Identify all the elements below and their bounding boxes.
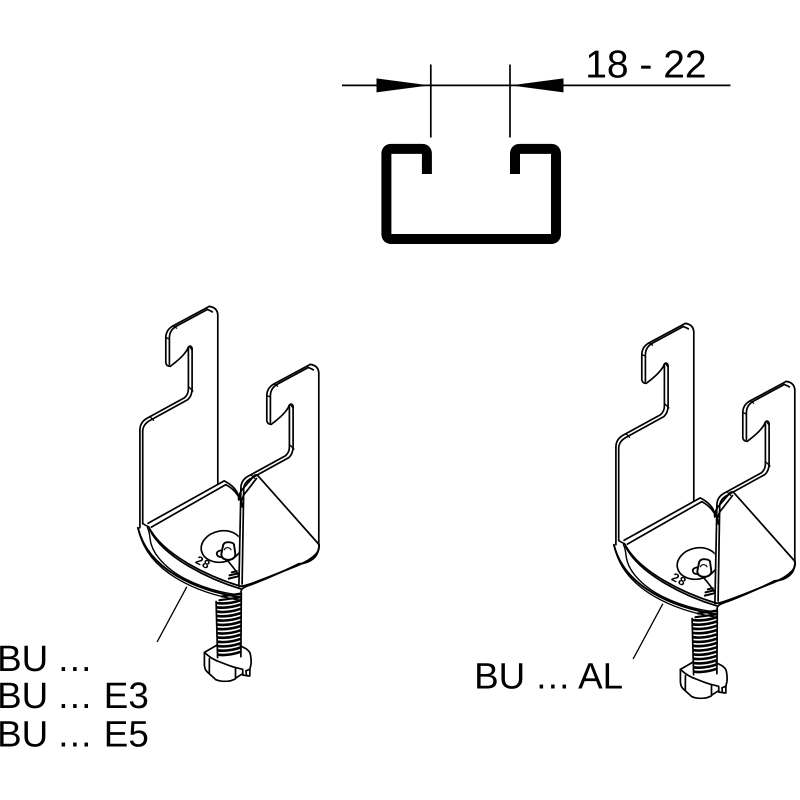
- svg-text:18 - 22: 18 - 22: [585, 44, 706, 87]
- svg-text:AL: AL: [578, 656, 623, 697]
- svg-text:BU: BU: [0, 675, 48, 716]
- svg-text:...: ...: [58, 675, 92, 716]
- svg-text:BU: BU: [0, 638, 48, 679]
- svg-text:...: ...: [58, 638, 92, 679]
- svg-text:BU: BU: [474, 656, 525, 697]
- svg-text:E5: E5: [104, 713, 149, 754]
- svg-text:...: ...: [58, 713, 92, 754]
- svg-text:...: ...: [536, 656, 570, 697]
- svg-text:BU: BU: [0, 713, 48, 754]
- svg-text:E3: E3: [104, 675, 149, 716]
